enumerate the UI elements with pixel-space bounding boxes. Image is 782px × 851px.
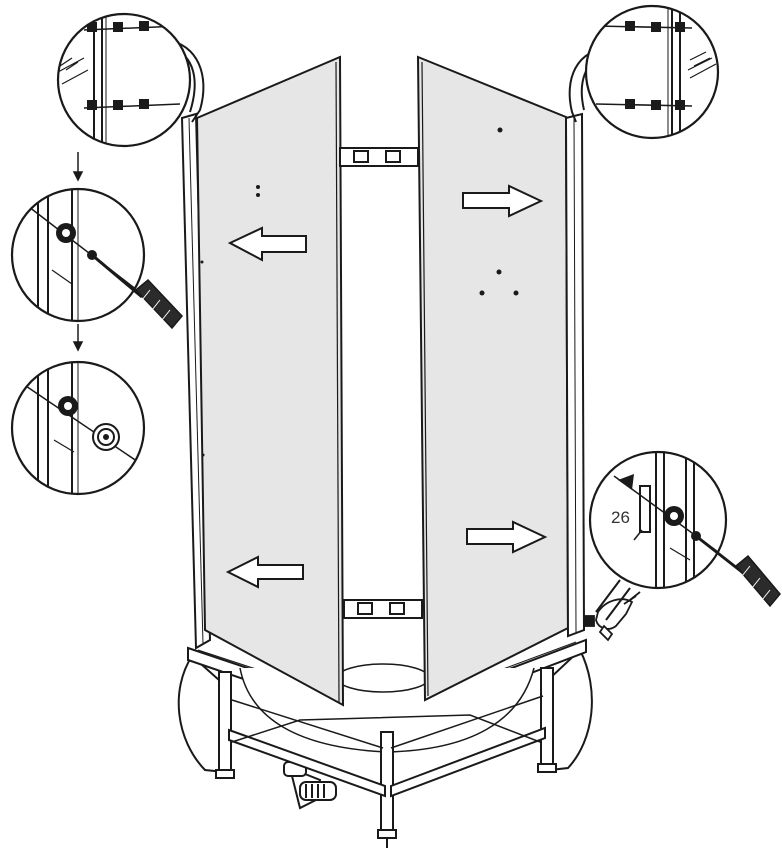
direction-arrow-icon-lower-left	[225, 555, 304, 589]
step-arrows	[72, 152, 84, 352]
nut-icon	[56, 223, 97, 260]
panel-holes	[200, 127, 519, 457]
direction-arrow-icon-upper-right	[462, 184, 544, 218]
left-glass-panel	[195, 55, 345, 707]
frame-leg-right	[540, 667, 554, 767]
tray-curved-side-right	[546, 648, 593, 772]
direction-arrow-icon-lower-right	[466, 520, 548, 554]
tray-curved-side-left	[177, 654, 230, 774]
right-wall-post	[564, 112, 586, 638]
frame-leg-left	[218, 671, 232, 773]
part-number-label: 26	[611, 508, 630, 527]
tray-support-frame	[215, 667, 557, 848]
detail-circle-screw-step-2	[10, 360, 146, 496]
detail-circle-screw-step-1	[10, 187, 184, 330]
right-glass-panel	[416, 55, 570, 702]
top-bracket	[339, 147, 419, 167]
washer-icon	[92, 423, 120, 451]
frame-leg-center	[380, 731, 394, 833]
direction-arrow-icon-upper-left	[227, 226, 307, 262]
screwdriver-icon	[91, 253, 184, 330]
detail-circle-top-left	[56, 12, 192, 148]
detail-circle-part-callout: 26	[588, 450, 781, 608]
hand-icon	[583, 591, 641, 642]
screwdriver-icon	[695, 534, 781, 608]
bottom-bracket	[343, 599, 423, 619]
detail-circle-top-right	[584, 4, 720, 140]
